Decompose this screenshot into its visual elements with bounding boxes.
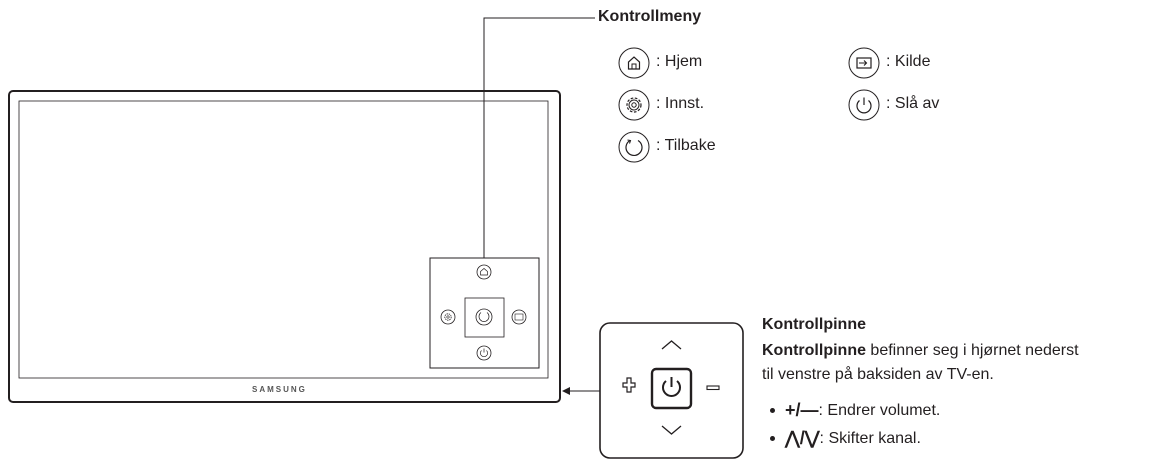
panel-power-icon [476, 345, 492, 361]
bullet-volume: +/— : Endrer volumet. [770, 400, 940, 421]
power-label: : Slå av [886, 95, 940, 112]
control-stick-plus-icon [622, 377, 636, 393]
return-icon [618, 131, 650, 163]
control-stick-desc-rest: befinner seg i hjørnet nederst [865, 342, 1079, 359]
control-stick-desc-line2: til venstre på baksiden av TV-en. [762, 366, 994, 383]
control-stick-title: Kontrollpinne [762, 316, 866, 333]
control-stick-description: Kontrollpinne befinner seg i hjørnet ned… [762, 339, 1152, 387]
control-stick-arrowhead [562, 387, 570, 395]
tv-brand-logo: SAMSUNG [252, 385, 307, 394]
control-stick-up-icon [661, 340, 682, 350]
tv-control-menu-panel [429, 257, 540, 369]
control-menu-leader-line [483, 17, 595, 258]
control-stick-power-button [650, 367, 693, 410]
power-icon [848, 89, 880, 121]
source-label: : Kilde [886, 53, 931, 70]
tv-screen [18, 100, 549, 379]
tv-outer-frame [8, 90, 561, 403]
control-stick-minus-icon [706, 385, 720, 391]
return-label: : Tilbake [656, 137, 716, 154]
settings-label: : Innst. [656, 95, 705, 112]
volume-text: : Endrer volumet. [818, 401, 941, 419]
settings-icon [618, 89, 650, 121]
source-icon [848, 47, 880, 79]
panel-settings-icon [440, 309, 456, 325]
home-icon [618, 47, 650, 79]
control-menu-title: Kontrollmeny [598, 8, 702, 25]
bullet-dot [770, 436, 775, 441]
panel-return-icon [475, 308, 493, 326]
home-label: : Hjem [656, 53, 703, 70]
panel-home-icon [476, 264, 492, 280]
panel-source-icon [511, 309, 527, 325]
control-stick-down-icon [661, 425, 682, 435]
bullet-channel: ⋀/⋁ : Skifter kanal. [770, 428, 921, 449]
channel-symbols: ⋀/⋁ [785, 428, 820, 448]
control-stick-power-icon [662, 377, 681, 397]
bullet-dot [770, 408, 775, 413]
volume-symbols: +/— [785, 400, 819, 420]
tv-control-menu-center-box [464, 297, 505, 338]
control-stick-desc-bold: Kontrollpinne [762, 342, 866, 359]
channel-text: : Skifter kanal. [819, 429, 921, 447]
